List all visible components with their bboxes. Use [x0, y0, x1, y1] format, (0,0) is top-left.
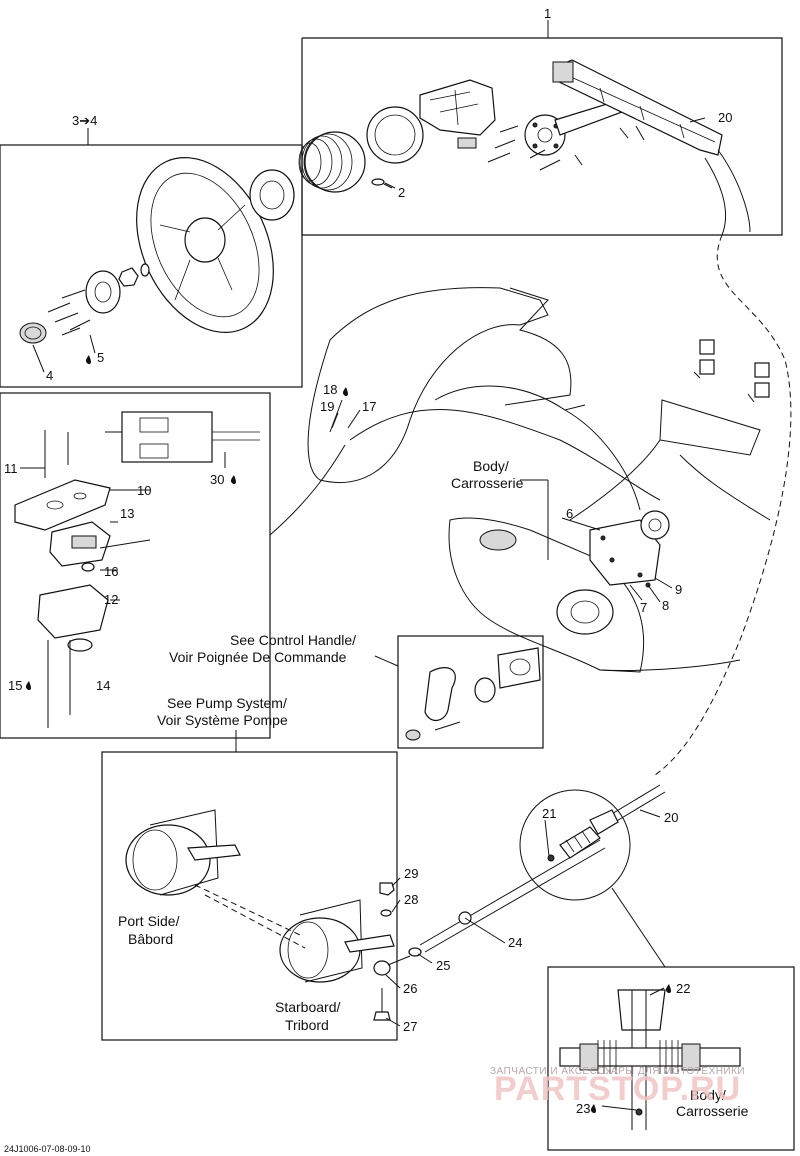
port-side-label-en: Port Side/ [118, 913, 180, 929]
callout-3-4: 3➔4 [72, 113, 97, 128]
starboard-label-fr: Tribord [285, 1017, 329, 1033]
callout-30: 30 [210, 472, 224, 487]
callout-20-top: 20 [718, 110, 732, 125]
control-handle-label-fr: Voir Poignée De Commande [169, 649, 347, 665]
pump-system-box [101, 730, 398, 1041]
callout-4: 4 [46, 368, 53, 383]
callout-1: 1 [544, 6, 551, 21]
detail-body-label-en: Body/ [690, 1087, 726, 1103]
starboard-label-en: Starboard/ [275, 999, 340, 1015]
callout-8: 8 [662, 598, 669, 613]
pump-nozzle-assembly [125, 809, 395, 983]
port-side-label-fr: Bâbord [128, 931, 173, 947]
callout-25: 25 [436, 958, 450, 973]
drawing-code: 24J1006-07-08-09-10 [4, 1144, 91, 1154]
callout-7: 7 [640, 600, 647, 615]
throttle-housing-assembly [14, 411, 260, 728]
control-handle-parts [405, 647, 541, 741]
detail-inset-parts [559, 989, 741, 1130]
callout-18: 18 [323, 382, 337, 397]
callout-14: 14 [96, 678, 110, 693]
watermark-logo: PARTSTOP.RU [494, 1070, 741, 1108]
callout-13: 13 [120, 506, 134, 521]
steering-column-assembly [298, 59, 751, 236]
group-10-16-box [0, 392, 271, 739]
control-handle-label-en: See Control Handle/ [230, 632, 356, 648]
callout-15: 15 [8, 678, 22, 693]
callout-24: 24 [508, 935, 522, 950]
callout-20-bottom: 20 [664, 810, 678, 825]
callout-10: 10 [137, 483, 151, 498]
callout-11: 11 [4, 461, 18, 476]
callout-28: 28 [404, 892, 418, 907]
body-label-fr: Carrosserie [451, 475, 524, 491]
group-3-4-box [0, 128, 303, 388]
steering-cable-route [654, 234, 792, 776]
leader-throttle-to-body [269, 444, 346, 536]
watermark: ЗАПЧАСТИ И АКСЕССУАРЫ ДЛЯ МОТОТЕХНИКИ PA… [490, 1066, 745, 1108]
liquid-drop-icon [25, 355, 671, 1114]
callout-23: 23 [576, 1101, 590, 1116]
callout-21: 21 [542, 806, 556, 821]
callout-19: 19 [320, 399, 334, 414]
detail-body-label-fr: Carrosserie [676, 1103, 749, 1119]
callout-5: 5 [97, 350, 104, 365]
callout-22: 22 [676, 981, 690, 996]
callout-2: 2 [398, 185, 405, 200]
callout-27: 27 [403, 1019, 417, 1034]
steering-cable-end [419, 784, 666, 968]
hull-body-outline [307, 287, 771, 673]
steering-wheel-assembly [19, 156, 295, 344]
callout-6: 6 [566, 506, 573, 521]
pump-system-label-fr: Voir Système Pompe [157, 712, 288, 728]
pump-system-label-en: See Pump System/ [167, 695, 287, 711]
part-callouts: 1 3➔4 20 2 4 5 18 19 17 11 30 10 13 16 1… [4, 6, 732, 1116]
watermark-subtitle: ЗАПЧАСТИ И АКСЕССУАРЫ ДЛЯ МОТОТЕХНИКИ [490, 1066, 745, 1077]
control-handle-box [397, 635, 544, 749]
callout-16: 16 [104, 564, 118, 579]
callout-17: 17 [362, 399, 376, 414]
leader-lines [20, 117, 706, 1111]
callout-29: 29 [404, 866, 418, 881]
detail-inset-box [547, 966, 795, 1151]
callout-26: 26 [403, 981, 417, 996]
body-label-en: Body/ [473, 458, 509, 474]
text-labels: Body/ Carrosserie See Control Handle/ Vo… [4, 458, 749, 1154]
callout-12: 12 [104, 592, 118, 607]
callout-9: 9 [675, 582, 682, 597]
